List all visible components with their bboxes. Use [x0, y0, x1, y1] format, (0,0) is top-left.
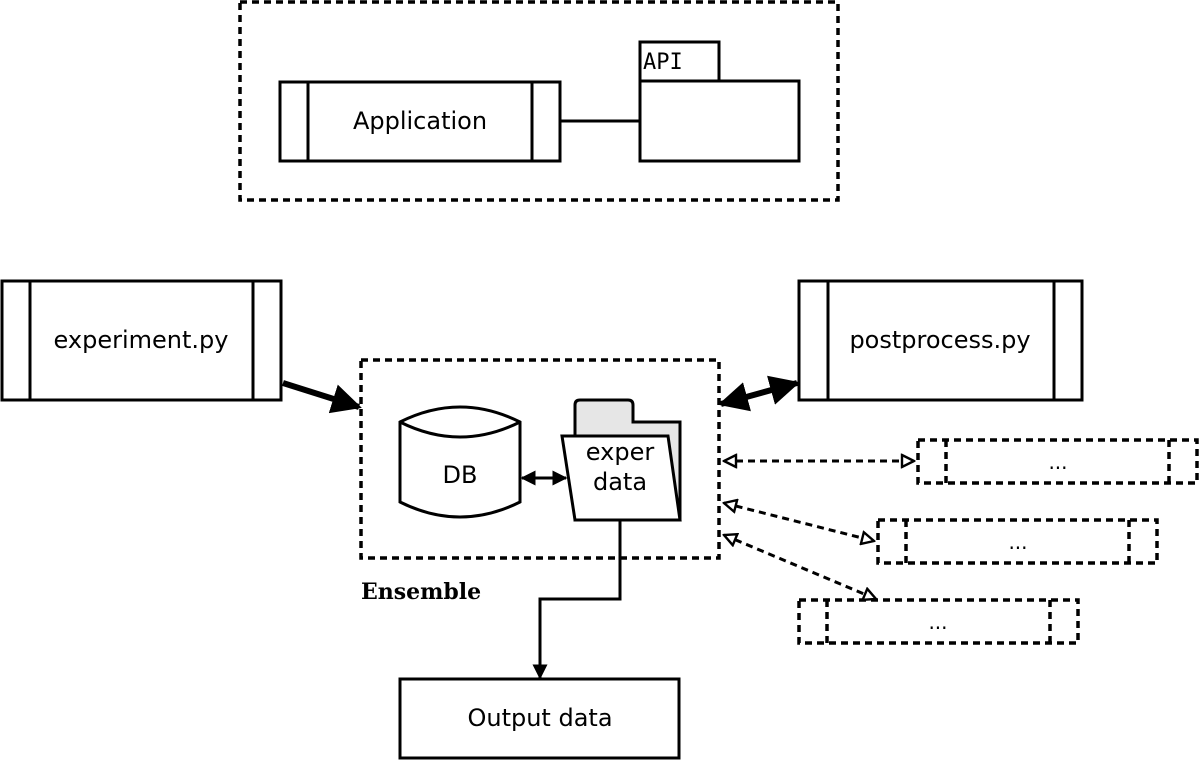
- placeholder-box-1: ...: [916, 438, 1199, 485]
- exper-data-folder: exper data: [560, 398, 682, 522]
- ensemble-group: [359, 358, 721, 560]
- application-box: Application: [278, 80, 562, 163]
- ensemble-placeholder3-arrow: [724, 535, 876, 599]
- api-package: API: [638, 40, 801, 163]
- data-output-connector: [532, 520, 622, 680]
- placeholder-box-3: ...: [797, 598, 1080, 645]
- top-dashed-group: [238, 0, 840, 202]
- output-data-label: Output data: [467, 704, 612, 732]
- ensemble-postprocess-arrow: [718, 375, 800, 412]
- exper-data-label-line2: data: [593, 468, 647, 496]
- output-data-box: Output data: [398, 677, 681, 760]
- db-label: DB: [443, 461, 478, 489]
- placeholder-box-2: ...: [876, 518, 1159, 565]
- placeholder-label-1: ...: [1048, 450, 1067, 474]
- exper-data-label-line1: exper: [586, 438, 655, 466]
- experiment-box: experiment.py: [0, 279, 283, 402]
- placeholder-label-3: ...: [928, 610, 947, 634]
- ensemble-placeholder2-arrow: [724, 503, 874, 541]
- postprocess-label: postprocess.py: [849, 326, 1030, 354]
- db-cylinder: DB: [398, 405, 522, 519]
- experiment-label: experiment.py: [54, 326, 229, 354]
- api-label: API: [643, 50, 683, 75]
- ensemble-label: Ensemble: [361, 579, 481, 605]
- postprocess-box: postprocess.py: [797, 279, 1084, 402]
- application-label: Application: [353, 107, 487, 135]
- placeholder-label-2: ...: [1008, 530, 1027, 554]
- experiment-ensemble-arrow: [282, 380, 362, 414]
